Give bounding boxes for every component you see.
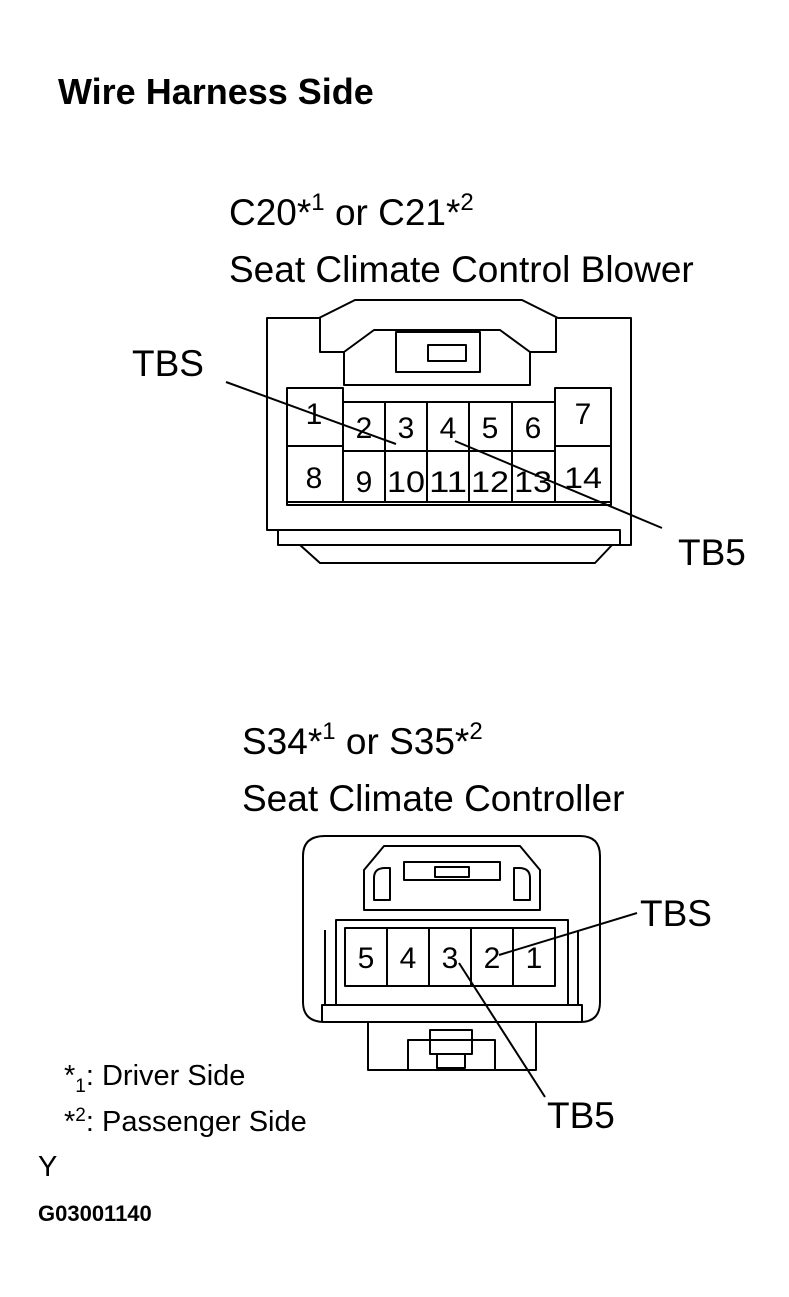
connector1-pin-13: 13: [514, 466, 552, 499]
note-passenger-mark: *: [64, 1106, 76, 1138]
connector1-leader-tbs: [225, 381, 397, 445]
connector1-pin-labels: 1 2 3 4 5 6 7 8 9 10 11 12 13 14: [306, 398, 602, 499]
connector1-pin-3: 3: [398, 412, 415, 445]
connector2-mark-a: *: [307, 721, 323, 762]
connector1-pin-10: 10: [387, 466, 425, 499]
page-title: Wire Harness Side: [58, 71, 374, 112]
connector1-mark-b: *: [446, 192, 461, 233]
connector2-ref-a: 1: [322, 718, 336, 745]
connector1-pin-11: 11: [429, 466, 467, 499]
connector1-code-b: C21: [378, 192, 447, 233]
connector2-pin-row: [344, 927, 556, 987]
connector2-code-b: S35: [389, 721, 455, 762]
connector2-housing: [302, 835, 601, 1071]
connector1-mark-a: *: [296, 192, 312, 233]
connector2-ref-b: 2: [469, 718, 483, 745]
connector2-callout-tbs: TBS: [640, 893, 712, 934]
connector1-ref-b: 2: [460, 189, 474, 216]
note-driver-mark: *: [64, 1060, 76, 1092]
connector1-pin-7: 7: [575, 398, 592, 431]
note-driver-side: *1: Driver Side: [64, 1060, 246, 1097]
connector1-name: Seat Climate Control Blower: [229, 249, 694, 290]
connector2-pin-3: 3: [442, 942, 459, 975]
figure-code: G03001140: [38, 1201, 152, 1226]
connector1-or: or: [334, 192, 368, 233]
connector2-pin-5: 5: [358, 942, 375, 975]
connector1-pin-1: 1: [306, 398, 323, 431]
connector2-pin-4: 4: [400, 942, 417, 975]
connector2-mark-b: *: [454, 721, 470, 762]
connector1-pin-6: 6: [525, 412, 542, 445]
connector1-pin-4: 4: [440, 412, 457, 445]
connector2-leader-tbs: [498, 912, 638, 956]
note-passenger-ref: 2: [75, 1105, 86, 1126]
connector2-pin-1: 1: [526, 942, 543, 975]
connector1-callout-tbs: TBS: [132, 343, 204, 384]
connector1-callout-tb5: TB5: [678, 532, 746, 573]
connector1-ref-a: 1: [311, 189, 325, 216]
connector1-pin-8: 8: [306, 462, 323, 495]
connector2-code-a: S34: [242, 721, 308, 762]
connector1-code-a: C20: [229, 192, 297, 233]
connector1-pin-5: 5: [482, 412, 499, 445]
connector2-or: or: [345, 721, 379, 762]
connector2-codes: S34*1 or S35*2: [242, 720, 483, 762]
connector1-pin-12: 12: [471, 466, 509, 499]
connector2-pin-2: 2: [484, 942, 501, 975]
connector2-name: Seat Climate Controller: [242, 778, 625, 819]
connector1-codes: C20*1 or C21*2: [229, 191, 474, 233]
connector1-pin-grid: [286, 387, 612, 503]
connector1-pin-14: 14: [564, 462, 602, 495]
connector2-callout-tb5: TB5: [547, 1095, 615, 1136]
note-passenger-text: : Passenger Side: [85, 1106, 307, 1138]
view-letter: Y: [38, 1151, 58, 1183]
note-driver-ref: 1: [75, 1076, 86, 1097]
connector1-pin-9: 9: [356, 466, 373, 499]
connector2-leader-tb5: [458, 962, 546, 1098]
connector1-leader-tb5: [454, 440, 663, 529]
connector1-pin-2: 2: [356, 412, 373, 445]
note-driver-text: : Driver Side: [85, 1060, 246, 1092]
note-passenger-side: *2: Passenger Side: [64, 1105, 307, 1138]
connector2-pin-labels: 5 4 3 2 1: [358, 942, 543, 975]
